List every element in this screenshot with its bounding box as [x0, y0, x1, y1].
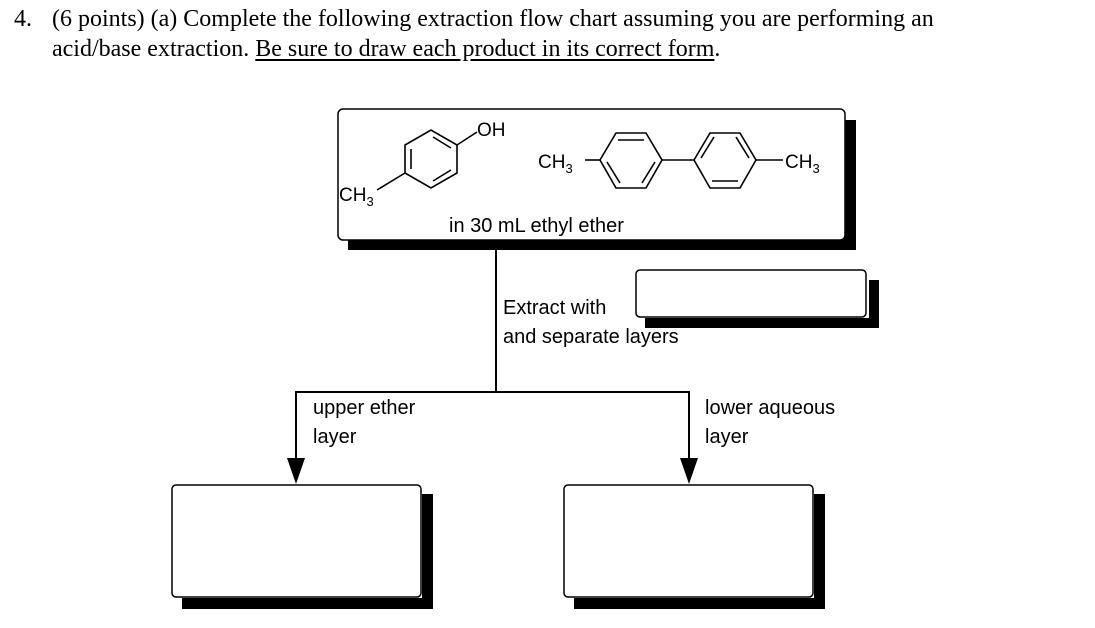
p-cresol-oh-label: OH [477, 120, 506, 141]
ring-left-double-bond-3 [606, 161, 621, 184]
right-answer-box-shadow-bottom [574, 598, 825, 609]
reagent-box-shadow-bottom [645, 318, 879, 328]
biphenyl-right-ch3-label: CH3 [785, 152, 820, 176]
ring-right-double-bond-1 [700, 136, 715, 159]
starting-box-frame [337, 108, 846, 241]
lower-aqueous-layer-label-line2: layer [705, 426, 749, 448]
reagent-box-shadow-right [869, 280, 879, 328]
ring-right-double-bond-2 [735, 136, 750, 159]
reagent-answer-box[interactable] [635, 269, 879, 328]
question-line2-plain: acid/base extraction. [52, 36, 250, 62]
upper-ether-layer-label-line1: upper ether [313, 397, 416, 419]
extract-with-label: Extract with [503, 297, 606, 319]
question-line2: acid/base extraction. Be sure to draw ea… [52, 34, 720, 64]
left-arrow-head [287, 458, 305, 484]
p-cresol-double-bond-2 [432, 136, 452, 149]
question-instruction-underlined: Be sure to draw each product in its corr… [255, 36, 715, 62]
separate-layers-label: and separate layers [503, 326, 679, 348]
lower-aqueous-layer-label-line1: lower aqueous [705, 397, 835, 419]
aqueous-layer-answer-box[interactable] [563, 484, 825, 609]
left-answer-box-shadow-bottom [182, 598, 433, 609]
ring-left-double-bond-2 [641, 161, 656, 184]
biphenyl-left-ch3-label: CH3 [538, 152, 573, 176]
left-answer-box-shadow-right [422, 494, 433, 609]
right-answer-box-shadow-right [814, 494, 825, 609]
dimethylbiphenyl-structure [585, 132, 783, 189]
starting-mixture-box [337, 108, 856, 250]
question-intro: (6 points) (a) Complete the following ex… [52, 6, 934, 32]
upper-ether-layer-label-line2: layer [313, 426, 357, 448]
p-cresol-ch3-bond [376, 172, 406, 191]
left-answer-box-frame[interactable] [171, 484, 422, 598]
reagent-box-frame[interactable] [635, 269, 867, 318]
p-cresol-structure [376, 129, 478, 191]
question-line2-end: . [714, 36, 721, 62]
flow-connectors [295, 250, 690, 466]
right-arrow-head [680, 458, 698, 484]
solvent-label: in 30 mL ethyl ether [449, 215, 624, 237]
right-answer-box-frame[interactable] [563, 484, 814, 598]
question-number: 4. [14, 6, 32, 32]
p-cresol-oh-bond [456, 131, 478, 146]
ether-layer-answer-box[interactable] [171, 484, 433, 609]
p-cresol-double-bond-3 [432, 169, 452, 182]
p-cresol-ch3-label: CH3 [339, 185, 374, 209]
